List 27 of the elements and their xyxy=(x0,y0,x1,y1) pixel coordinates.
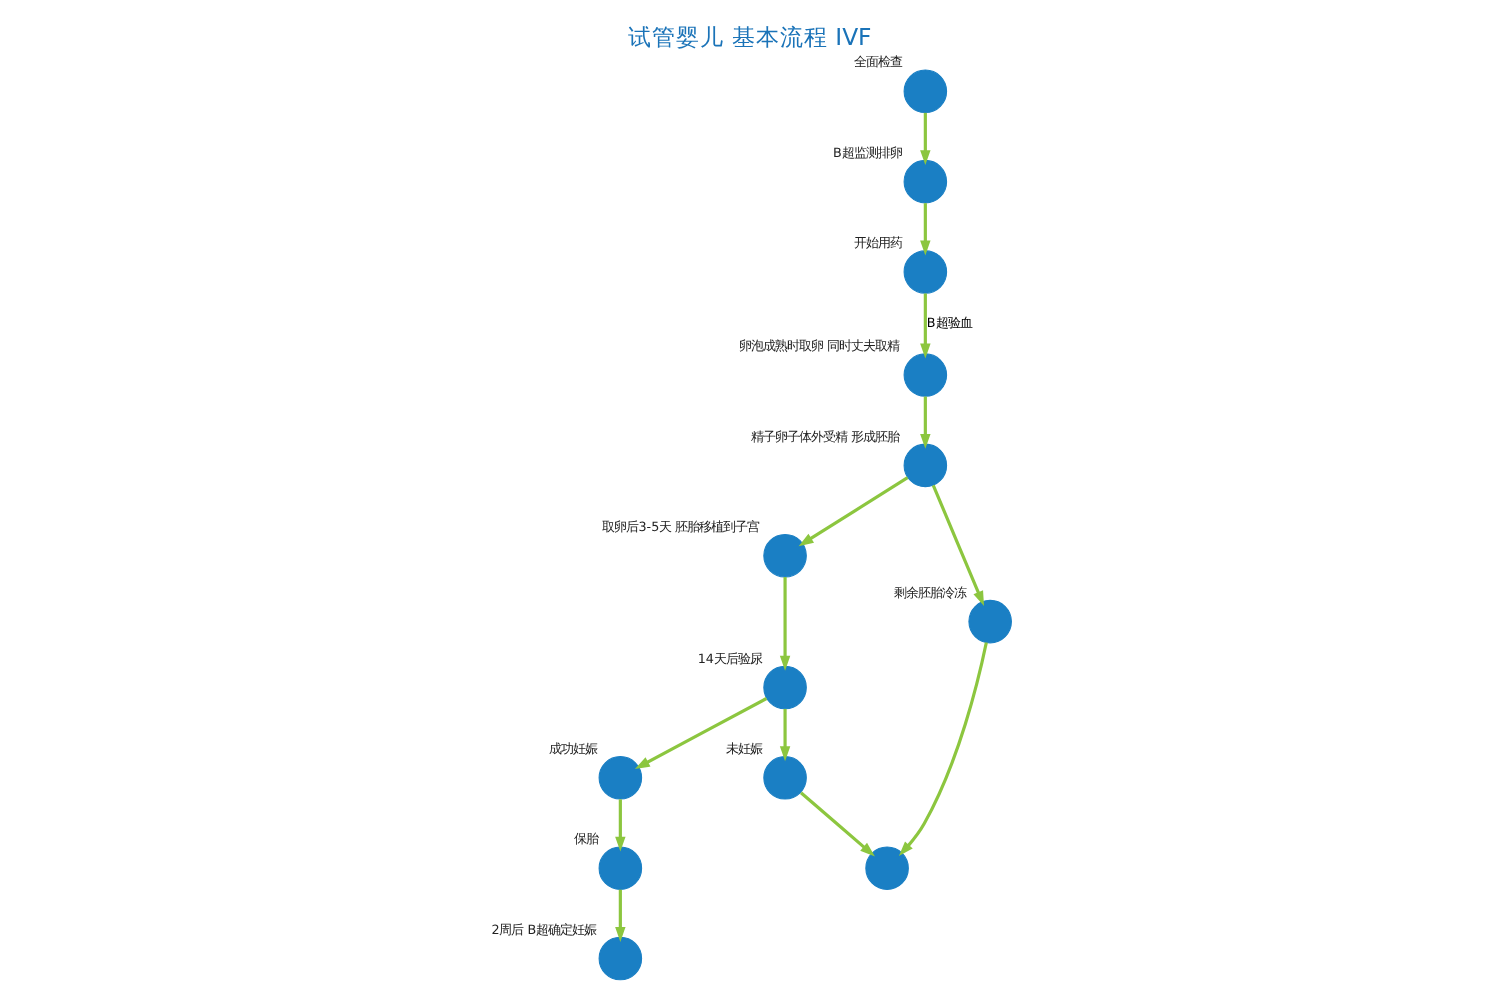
arrow xyxy=(920,395,931,448)
node-circle xyxy=(763,755,807,799)
node-circle xyxy=(763,664,807,709)
arrow xyxy=(920,292,931,358)
node-circle xyxy=(903,352,948,396)
node-circle xyxy=(903,442,948,487)
arrow xyxy=(898,641,988,856)
arrow xyxy=(931,483,985,605)
arrow xyxy=(799,790,875,856)
arrow xyxy=(615,798,626,851)
arrow xyxy=(634,696,768,768)
arrow xyxy=(779,708,791,761)
arrow xyxy=(920,202,931,255)
node-circle xyxy=(865,845,909,889)
node-circle xyxy=(598,755,643,799)
node-circle xyxy=(598,935,643,980)
arrow xyxy=(798,475,909,546)
node-circle xyxy=(903,249,948,293)
arrow xyxy=(615,888,626,941)
node-circle xyxy=(903,68,948,113)
node-circle xyxy=(598,845,643,889)
diagram-title: 试管婴儿 基本流程 IVF xyxy=(628,22,872,51)
node-circle xyxy=(763,532,807,577)
arrow xyxy=(779,576,791,670)
node-circle xyxy=(903,158,948,203)
node-circle xyxy=(968,598,1012,643)
arrow xyxy=(920,111,931,165)
